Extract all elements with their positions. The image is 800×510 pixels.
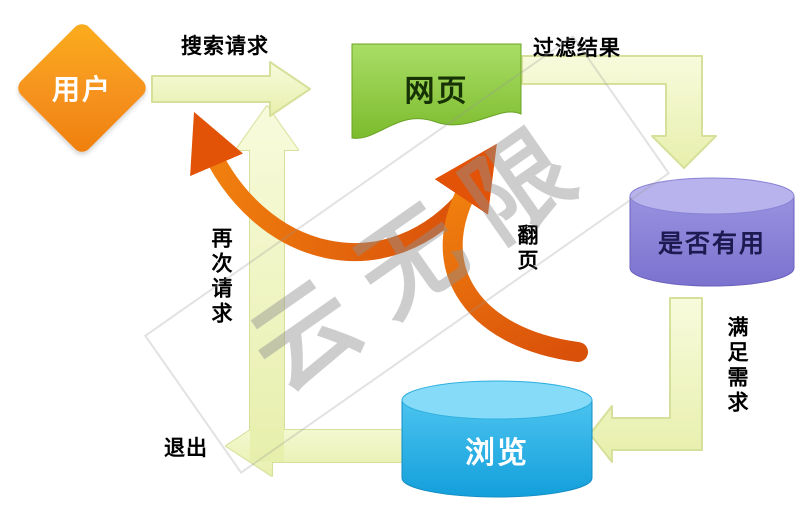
edge-label-filter-results: 过滤结果: [533, 37, 621, 60]
edge-label-search-request: 搜索请求: [181, 35, 269, 58]
edge-label-exit: 退出: [164, 437, 208, 460]
arrow-filter-results: [521, 55, 717, 169]
node-user-label: 用户: [51, 73, 113, 105]
node-browse-body: [401, 399, 593, 498]
arrow-page-turn: [434, 143, 588, 362]
node-useful-label: 是否有用: [657, 230, 766, 258]
arrow-loop-to-user: [190, 111, 479, 262]
node-webpage-shape: [351, 43, 522, 139]
node-browse-label: 浏览: [465, 437, 529, 470]
node-useful-top: [629, 177, 795, 215]
edge-label-page-turn: 翻页: [515, 224, 538, 274]
arrow-meet-needs: [589, 297, 703, 463]
arrow-search-request: [151, 61, 311, 117]
node-browse-top: [401, 380, 593, 420]
node-webpage-label: 网页: [404, 75, 469, 108]
node-useful-body: [629, 195, 795, 287]
edge-label-request-again: 再次请求: [209, 227, 232, 327]
edge-label-meet-needs: 满足需求: [725, 316, 748, 416]
